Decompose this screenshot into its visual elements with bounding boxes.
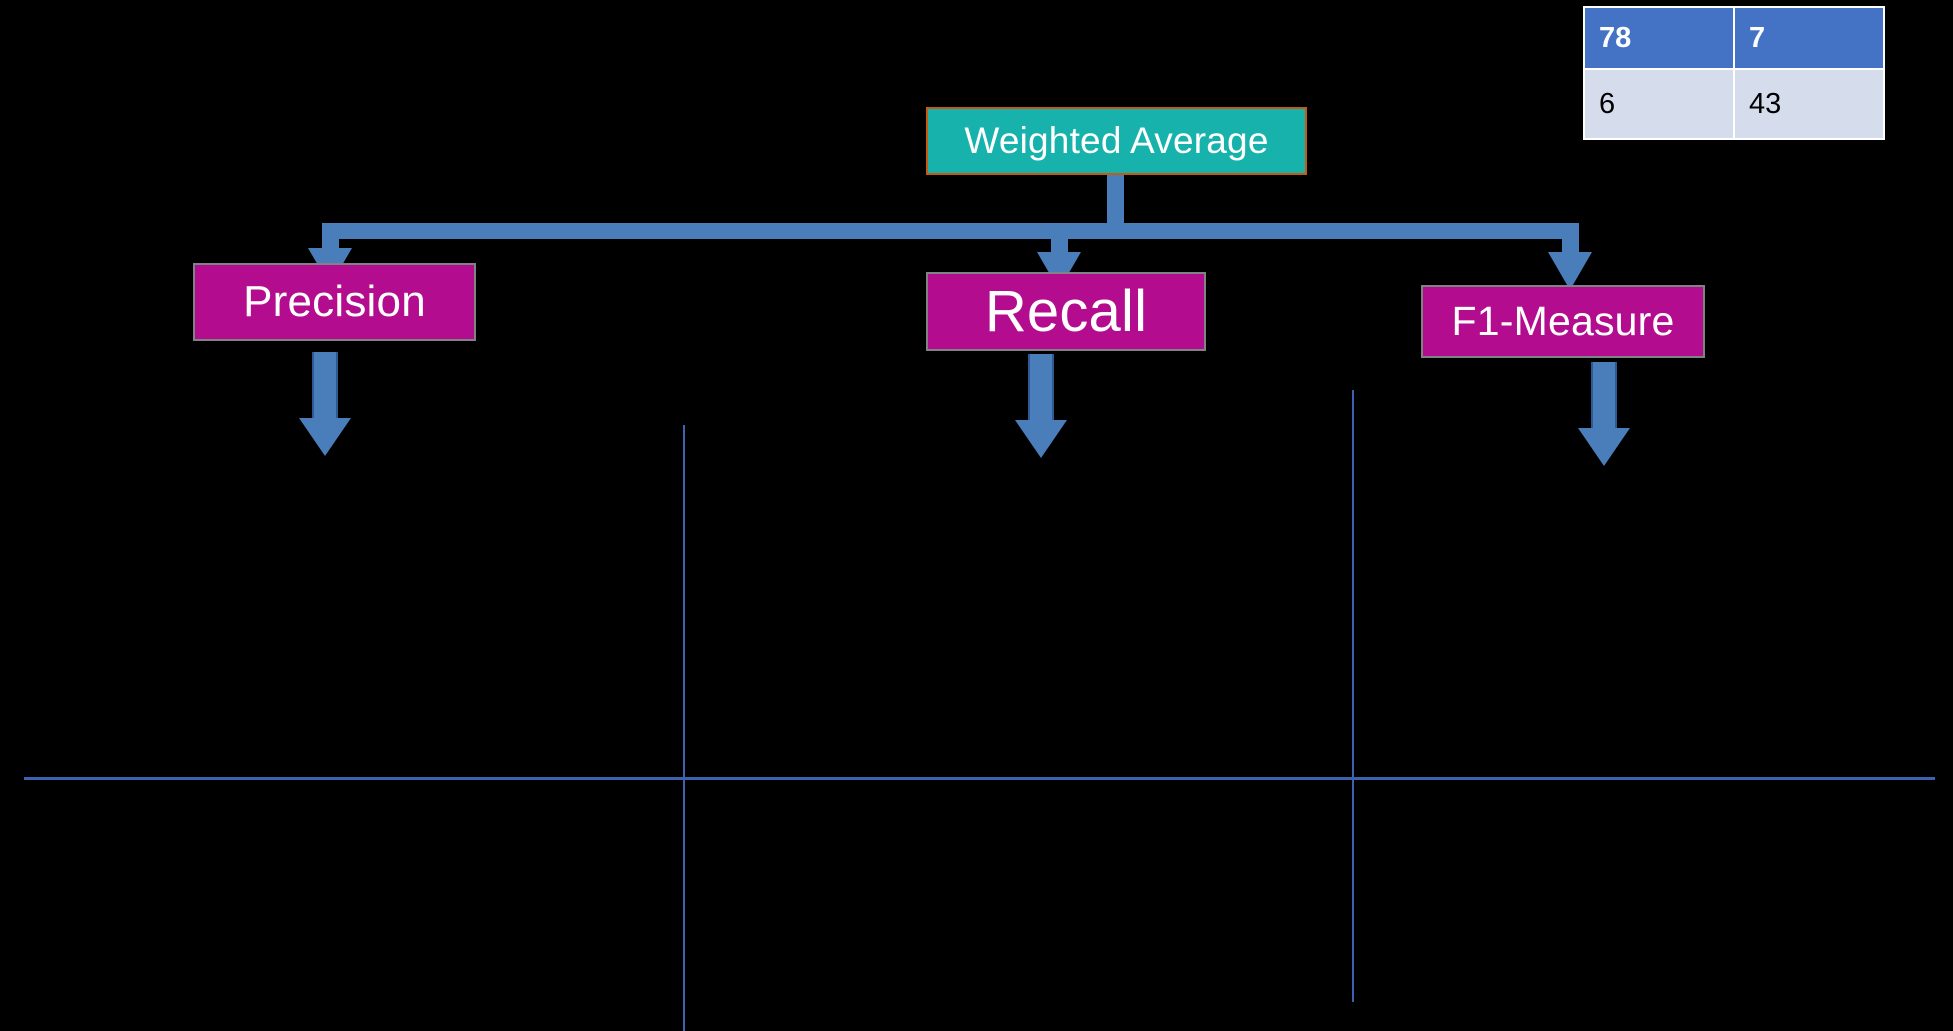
node-precision-label: Precision: [243, 277, 426, 326]
table-row: 78 7: [1585, 8, 1883, 68]
connector-drop-recall: [1051, 230, 1068, 254]
arrowhead-icon-f1: [1548, 252, 1592, 290]
down-arrow-head: [1578, 428, 1630, 466]
node-precision[interactable]: Precision: [193, 263, 476, 341]
table-cell-r1c1: 43: [1735, 70, 1883, 138]
table-cell-r1c0: 6: [1585, 70, 1733, 138]
table-row: 6 43: [1585, 70, 1883, 138]
table-cell-r0c1: 7: [1735, 8, 1883, 68]
confusion-matrix-table: 78 7 6 43: [1583, 6, 1885, 140]
down-arrow-shaft: [1028, 354, 1054, 422]
connector-drop-precision: [322, 230, 339, 250]
table-cell-r0c0: 78: [1585, 8, 1733, 68]
node-weighted-average-label: Weighted Average: [964, 120, 1269, 161]
guide-line-vertical-left: [683, 425, 685, 1031]
down-arrow-shaft: [312, 352, 338, 420]
down-arrow-head: [1015, 420, 1067, 458]
connector-horizontal-bus: [322, 223, 1579, 239]
guide-line-horizontal: [24, 777, 1935, 780]
connector-drop-f1: [1562, 230, 1579, 254]
node-weighted-average[interactable]: Weighted Average: [926, 107, 1307, 175]
down-arrow-shaft: [1591, 362, 1617, 430]
node-recall[interactable]: Recall: [926, 272, 1206, 351]
down-arrow-head: [299, 418, 351, 456]
node-f1-measure[interactable]: F1-Measure: [1421, 285, 1705, 358]
node-f1-measure-label: F1-Measure: [1451, 298, 1675, 344]
node-recall-label: Recall: [984, 279, 1148, 344]
connector-root-stem: [1107, 175, 1124, 223]
guide-line-vertical-right: [1352, 390, 1354, 1002]
